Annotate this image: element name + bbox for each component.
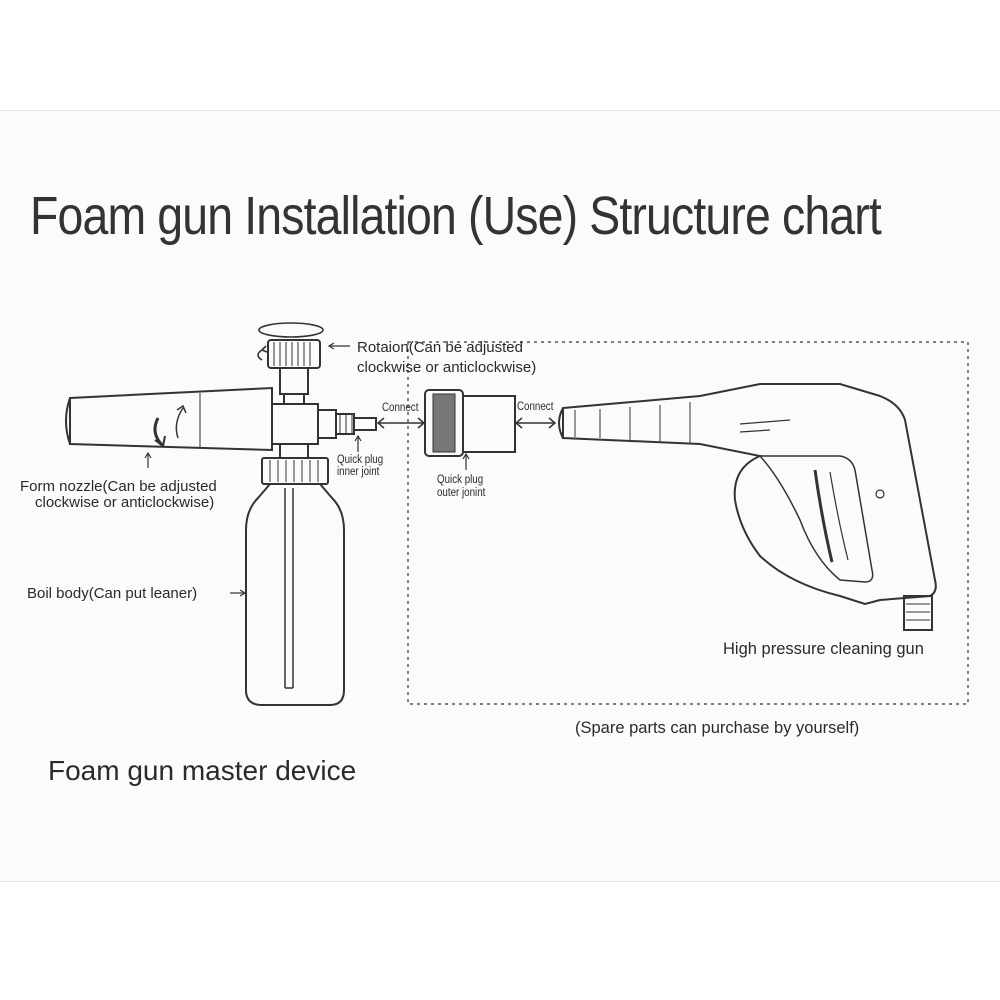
high-pressure-gun <box>558 383 937 631</box>
valve-body <box>271 403 377 459</box>
form-nozzle-label-line2: clockwise or anticlockwise) <box>35 494 215 511</box>
pointer-arrows <box>144 342 470 597</box>
bottle-cap <box>261 457 329 485</box>
connect-label-1: Connect <box>382 402 419 414</box>
rotation-label: Rotaion(Can be adjusted <box>357 339 523 356</box>
spare-parts-dashed-box <box>407 341 969 705</box>
quick-plug-outer-label: Quick plug <box>437 474 484 486</box>
boil-body-label: Boil body(Can put leaner) <box>27 585 198 602</box>
adjustment-knob <box>267 339 321 405</box>
quick-plug-inner-label-line2: inner joint <box>337 466 380 478</box>
spare-parts-label: (Spare parts can purchase by yourself) <box>575 719 860 737</box>
chart-title: Foam gun Installation (Use) Structure ch… <box>30 186 882 246</box>
quick-plug-inner-label: Quick plug <box>337 454 384 466</box>
master-device-label: Foam gun master device <box>48 755 357 786</box>
rotation-ring-icon <box>257 322 324 361</box>
bottle-body <box>245 483 345 706</box>
foam-nozzle <box>65 386 273 452</box>
connect-arrow-2 <box>514 417 557 429</box>
paper-sheet <box>0 110 1000 882</box>
connect-arrow-1 <box>376 417 426 429</box>
rotation-label-line2: clockwise or anticlockwise) <box>357 359 537 376</box>
connect-label-2: Connect <box>517 401 554 413</box>
quick-plug-outer-label-line2: outer jonint <box>437 487 486 499</box>
quick-plug-outer-joint <box>424 389 516 457</box>
form-nozzle-label: Form nozzle(Can be adjusted <box>20 478 217 495</box>
high-pressure-gun-label: High pressure cleaning gun <box>723 640 924 658</box>
